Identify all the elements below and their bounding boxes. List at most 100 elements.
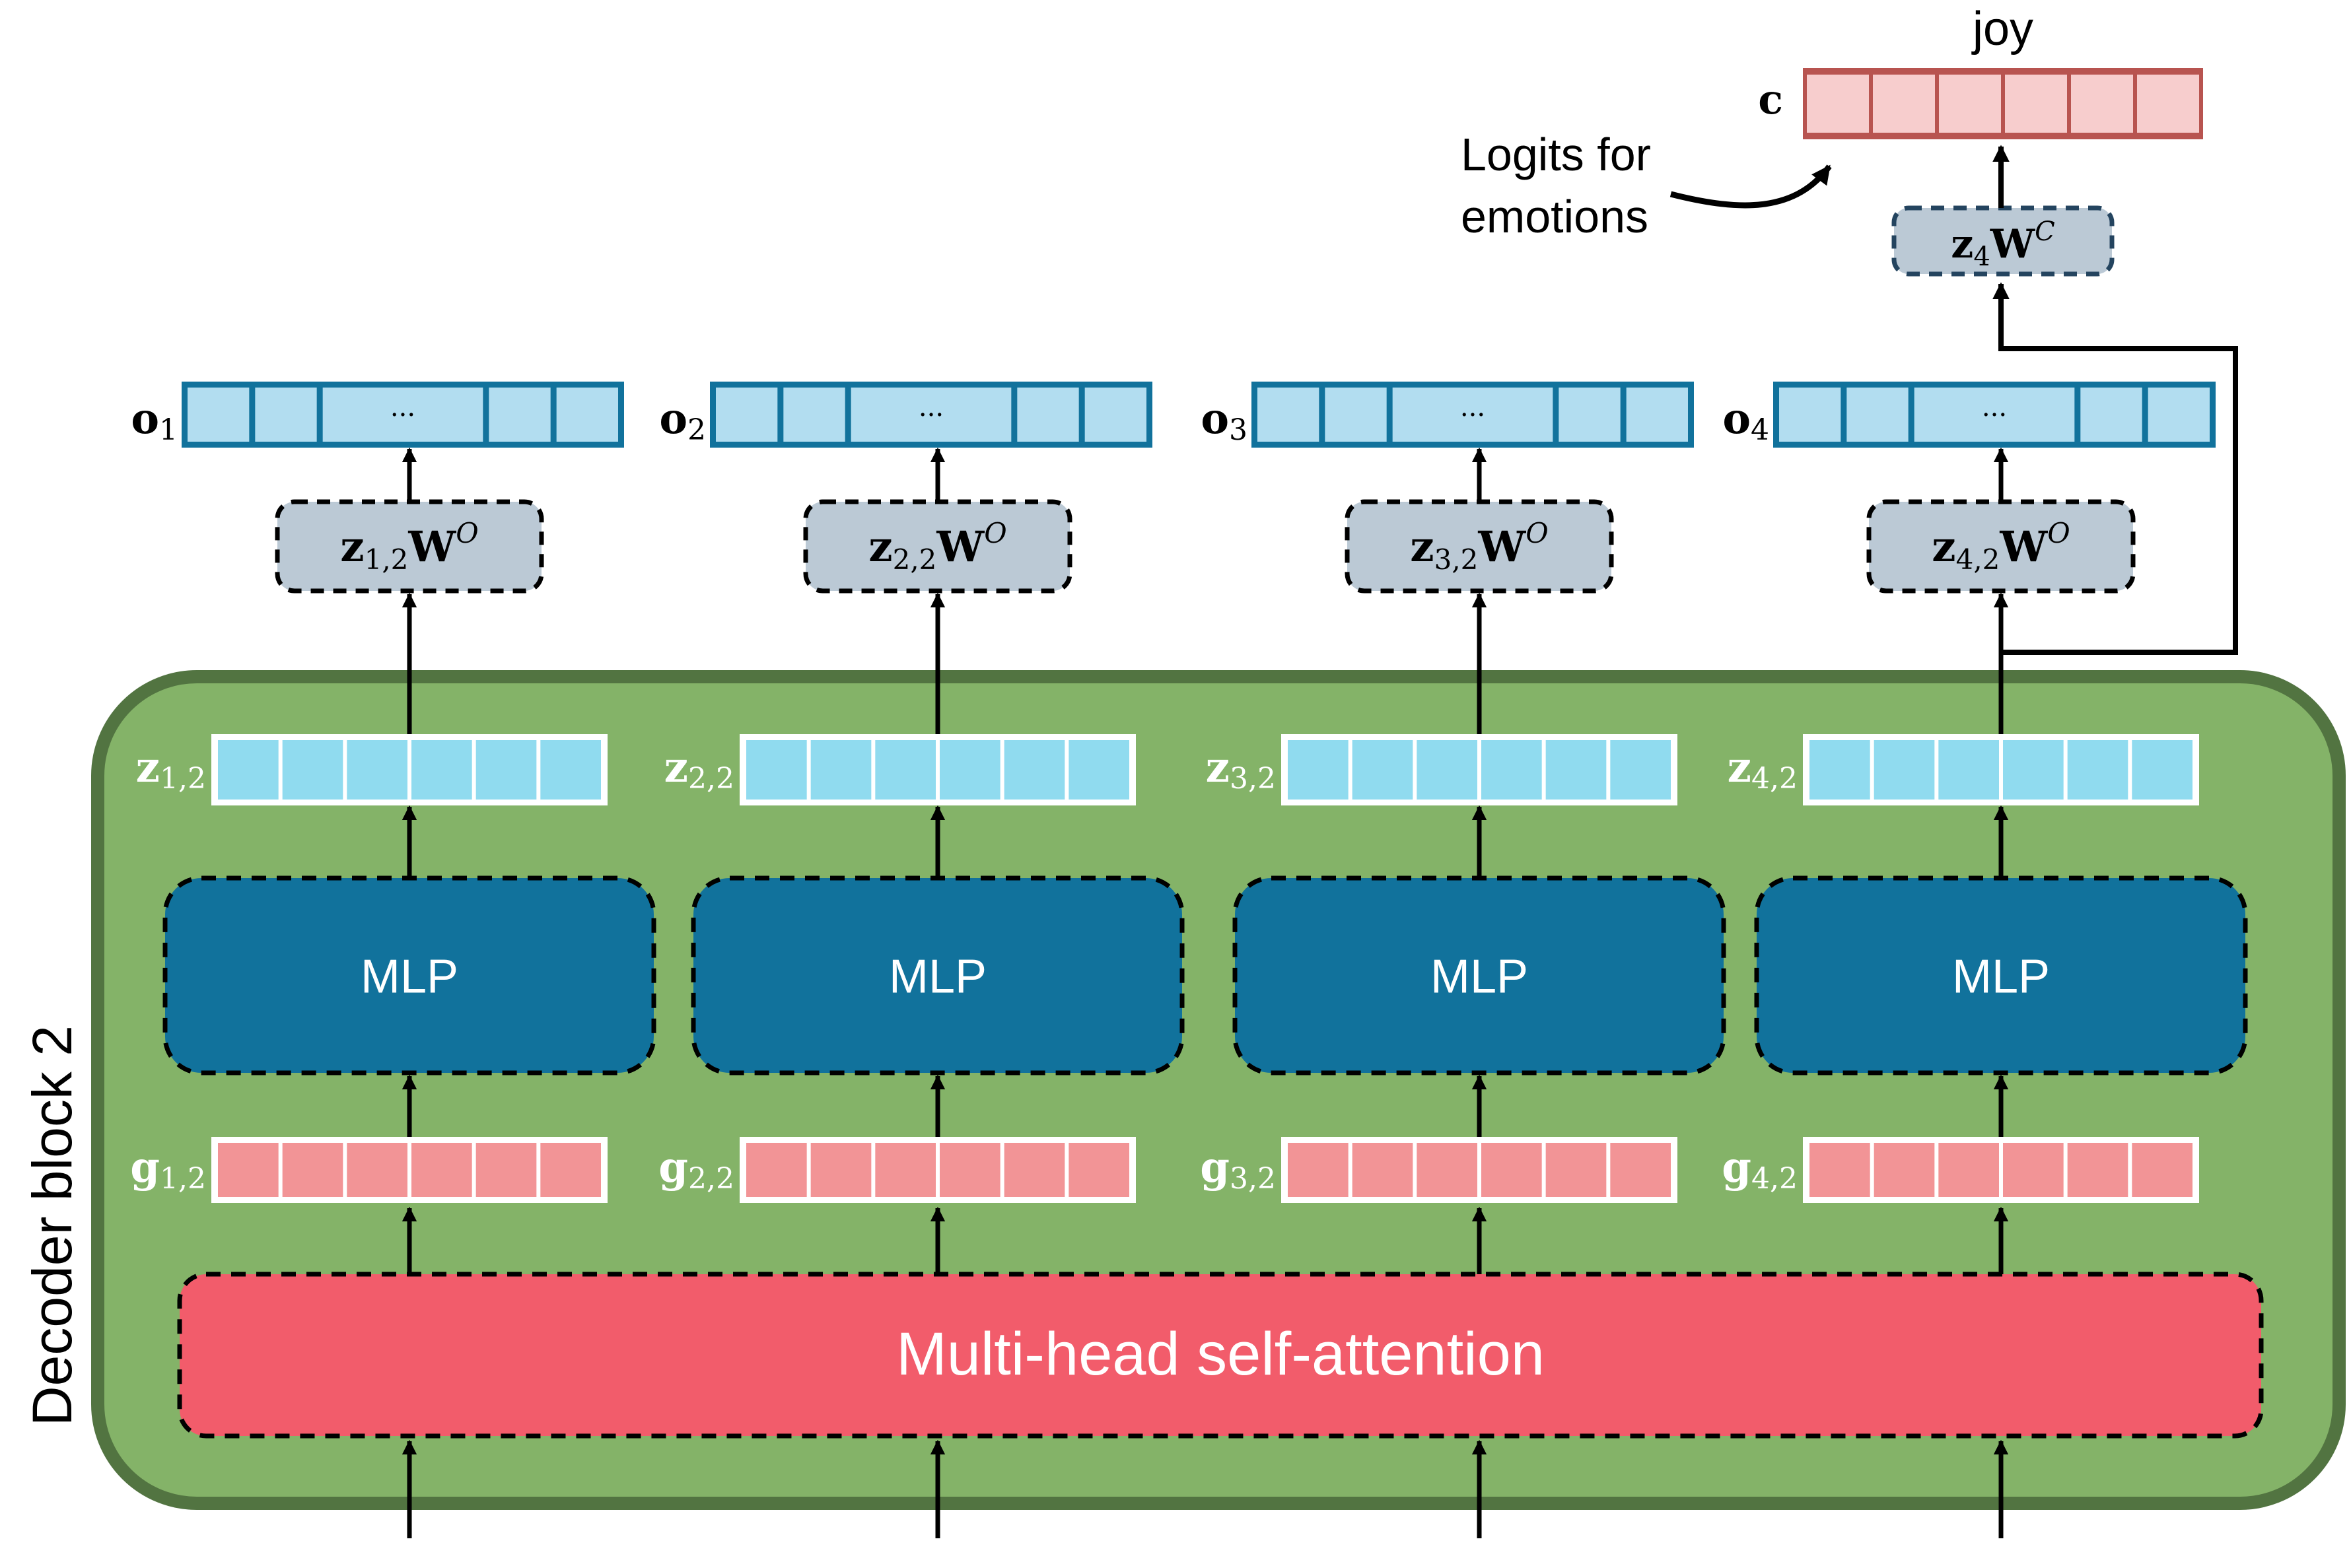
o-vector-cell xyxy=(783,388,845,442)
g-vector-cell xyxy=(1417,1143,1477,1197)
g-vector-cell xyxy=(1938,1143,1999,1197)
z-vector-cell xyxy=(1417,740,1477,800)
z-vector-cell xyxy=(1809,740,1870,800)
c-vector-cell xyxy=(1873,75,1935,133)
o-vector-cell xyxy=(1846,388,1909,442)
o-label: o1 xyxy=(131,394,178,447)
annotation-line1: Logits for xyxy=(1461,129,1651,180)
o-vector-cell xyxy=(1017,388,1079,442)
z-vector-cell xyxy=(2067,740,2128,800)
g-label: g1,2 xyxy=(130,1143,206,1196)
classifier-route-line xyxy=(1992,282,2238,655)
o-vector-cell xyxy=(1626,388,1688,442)
g-vector-cell xyxy=(540,1143,601,1197)
o-vector-cell xyxy=(188,388,250,442)
z-vector-cell xyxy=(746,740,807,800)
c-vector-cell xyxy=(1807,75,1869,133)
z-vector-cell xyxy=(411,740,472,800)
z-vector-cell xyxy=(875,740,936,800)
classifier-projection-label: z4WC xyxy=(1951,217,2055,272)
o-vector-cell xyxy=(1914,388,2075,442)
c-vector-cell xyxy=(2005,75,2067,133)
o-vector-cell xyxy=(2080,388,2142,442)
o-vector-cell xyxy=(851,388,1012,442)
g-vector-cell xyxy=(1481,1143,1542,1197)
o-vector-cell xyxy=(1257,388,1319,442)
annotation-text: Logits for emotions xyxy=(1461,129,1664,242)
o-vector-cell xyxy=(255,388,317,442)
proj-weight: W xyxy=(1990,221,2036,267)
z-vector-cell xyxy=(540,740,601,800)
o-ellipsis: ... xyxy=(1982,392,2007,423)
c-vector-cell xyxy=(2137,75,2199,133)
o-vector-cell xyxy=(716,388,778,442)
g-vector-cell xyxy=(1545,1143,1607,1197)
g-vector-cell xyxy=(2067,1143,2128,1197)
o-vector-cell xyxy=(322,388,483,442)
mhsa-label: Multi-head self-attention xyxy=(896,1320,1545,1388)
o-ellipsis: ... xyxy=(390,392,415,423)
proj-sub: 4 xyxy=(1973,242,1990,272)
z-vector-cell xyxy=(1610,740,1671,800)
g-vector-cell xyxy=(746,1143,807,1197)
z-vector-cell xyxy=(347,740,407,800)
z-vector-cell xyxy=(1288,740,1349,800)
o-label: o4 xyxy=(1722,394,1769,447)
g-vector-cell xyxy=(875,1143,936,1197)
z-vector-cell xyxy=(282,740,343,800)
proj-base: z xyxy=(1951,221,1973,267)
z-vector-cell xyxy=(1481,740,1542,800)
o-vector-cell xyxy=(2148,388,2210,442)
o-vector-cell xyxy=(1325,388,1387,442)
g-vector-cell xyxy=(1004,1143,1065,1197)
z-vector-cell xyxy=(218,740,279,800)
output-projection-label: z4,2WO xyxy=(1932,517,2070,576)
o-vector-cell xyxy=(489,388,551,442)
g-vector-cell xyxy=(940,1143,1000,1197)
z-vector-cell xyxy=(2003,740,2064,800)
o-label: o3 xyxy=(1201,394,1247,447)
z-label: z3,2 xyxy=(1206,743,1276,796)
g-vector-cell xyxy=(1874,1143,1935,1197)
o-label: o2 xyxy=(659,394,706,447)
mlp-label: MLP xyxy=(1430,951,1528,1004)
output-projection-label: z2,2WO xyxy=(868,517,1006,576)
joy-label: joy xyxy=(1971,3,2033,55)
z-label: z1,2 xyxy=(136,743,206,796)
annotation-arrow xyxy=(1669,164,1832,209)
o-ellipsis: ... xyxy=(1460,392,1485,423)
g-vector-cell xyxy=(218,1143,279,1197)
z-vector-cell xyxy=(1352,740,1413,800)
z-vector-cell xyxy=(475,740,537,800)
proj-sup: C xyxy=(2035,217,2055,247)
g-vector-cell xyxy=(1352,1143,1413,1197)
z-label: z2,2 xyxy=(664,743,734,796)
g-label: g2,2 xyxy=(658,1143,734,1196)
o-vector-cell xyxy=(1084,388,1146,442)
mhsa-box xyxy=(177,1272,2264,1439)
z-vector-cell xyxy=(2132,740,2193,800)
z-vector-cell xyxy=(1874,740,1935,800)
output-projection-label: z1,2WO xyxy=(340,517,478,576)
c-vector-frame xyxy=(1803,68,2203,139)
z-vector-cell xyxy=(1004,740,1065,800)
output-projection-label: z3,2WO xyxy=(1410,517,1548,576)
z-vector-cell xyxy=(1938,740,1999,800)
g-vector-cell xyxy=(475,1143,537,1197)
o-vector-cell xyxy=(1392,388,1553,442)
z-vector-cell xyxy=(1069,740,1129,800)
z-vector-cell xyxy=(1545,740,1607,800)
g-vector-cell xyxy=(2003,1143,2064,1197)
z-label: z4,2 xyxy=(1728,743,1798,796)
o-vector-cell xyxy=(1779,388,1841,442)
z-vector-cell xyxy=(810,740,872,800)
decoder-block-label: Decoder block 2 xyxy=(21,1025,83,1426)
g-vector-cell xyxy=(347,1143,407,1197)
o-ellipsis: ... xyxy=(919,392,944,423)
g-vector-cell xyxy=(2132,1143,2193,1197)
